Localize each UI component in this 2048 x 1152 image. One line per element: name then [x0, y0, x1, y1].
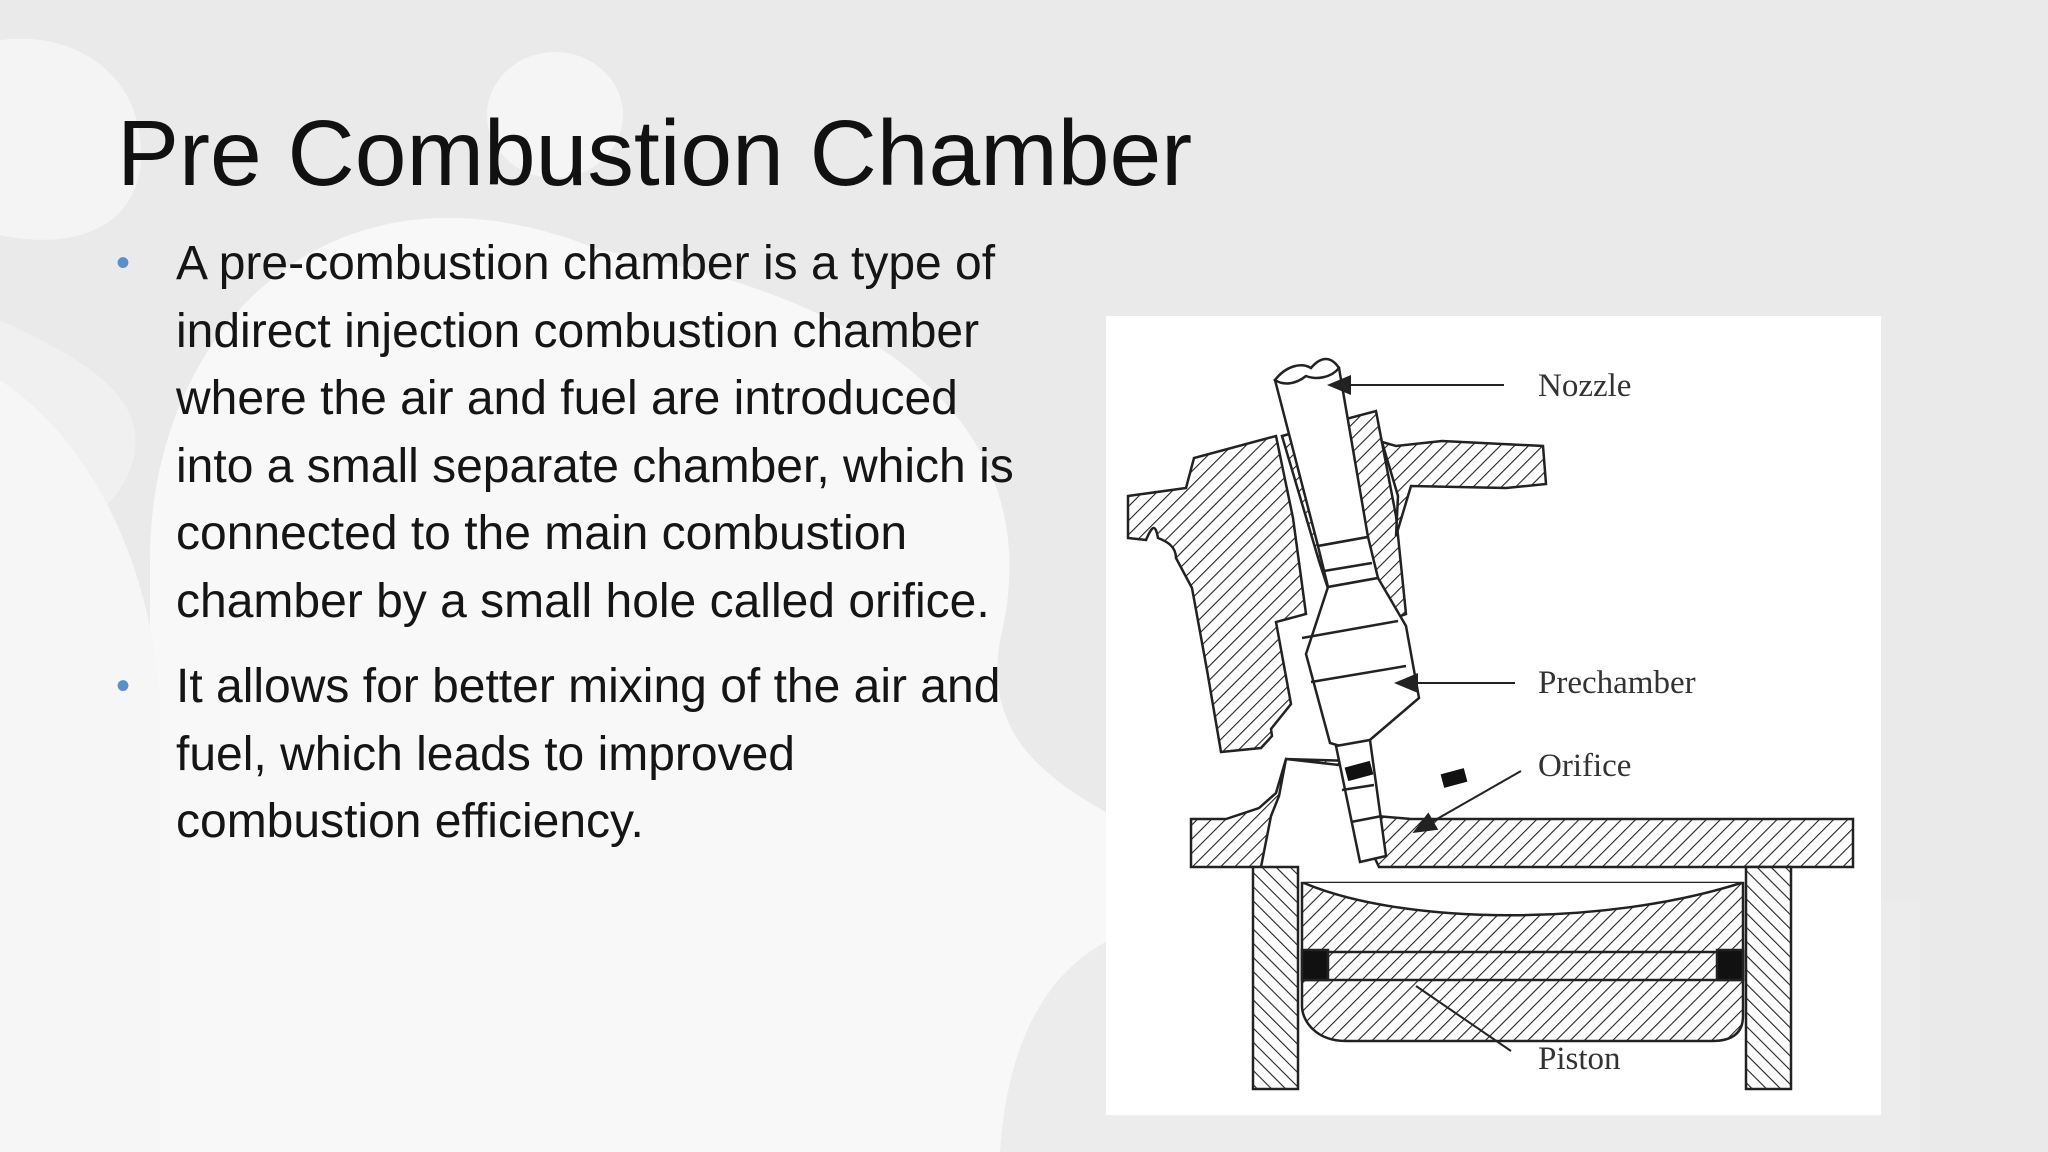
cylinder-walls	[1251, 865, 1793, 1091]
cylinder-head	[1126, 409, 1855, 869]
piston-body	[1300, 881, 1745, 1043]
bullet-dot-icon: •	[116, 241, 131, 285]
nozzle-label: Nozzle	[1538, 368, 1631, 404]
slide-title: Pre Combustion Chamber	[117, 101, 1193, 205]
bullet-text: It allows for better mixing of the air a…	[176, 660, 1001, 848]
bullet-text: A pre-combustion chamber is a type of in…	[176, 237, 1014, 628]
bullet-item: • It allows for better mixing of the air…	[116, 653, 1016, 856]
piston-label: Piston	[1538, 1041, 1621, 1077]
bullet-dot-icon: •	[116, 664, 131, 708]
orifice-passage	[1334, 738, 1388, 864]
bullet-item: • A pre-combustion chamber is a type of …	[116, 230, 1016, 635]
gasket-seals	[1344, 760, 1468, 788]
orifice-label: Orifice	[1538, 748, 1631, 784]
injector-nozzle	[1273, 357, 1380, 589]
prechamber-diagram: Nozzle Prechamber Orifice Piston	[1106, 316, 1881, 1115]
prechamber-diagram-drawing: Nozzle Prechamber Orifice Piston	[1126, 357, 1855, 1091]
prechamber-label: Prechamber	[1538, 665, 1696, 701]
prechamber-cavity	[1301, 576, 1421, 753]
leader-lines	[1327, 375, 1522, 1052]
bullet-list: • A pre-combustion chamber is a type of …	[116, 230, 1016, 874]
